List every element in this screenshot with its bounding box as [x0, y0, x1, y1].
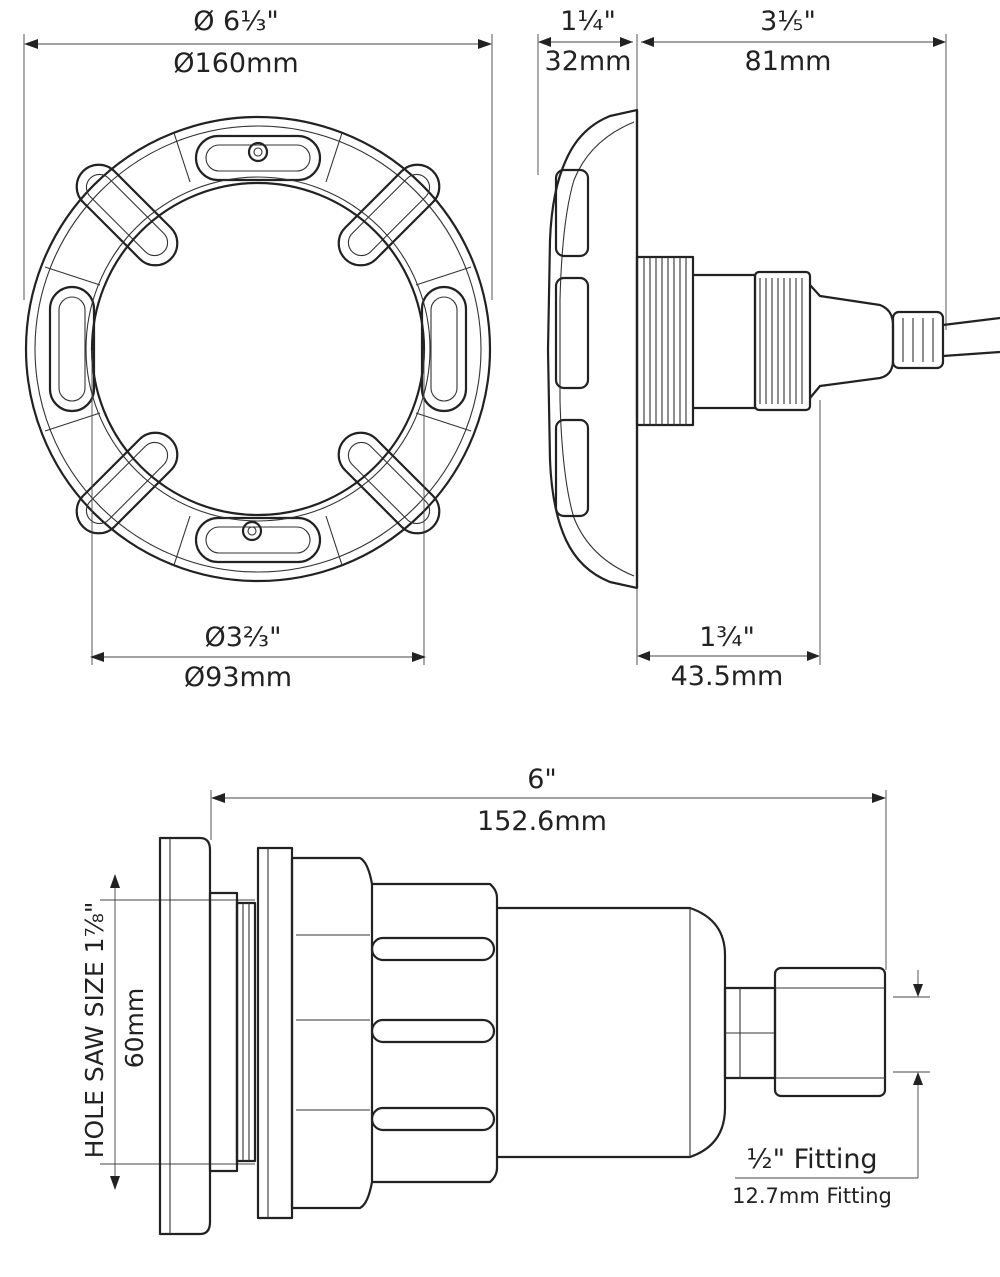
flange-profile: [546, 108, 639, 590]
light-housing-front: [24, 115, 492, 583]
body-length-mm: 43.5mm: [671, 661, 784, 692]
overall-length-in: 6": [527, 764, 557, 795]
body-length-in: 1¾": [699, 622, 755, 653]
overall-length-dimension-line: [210, 790, 887, 970]
lens-diameter-mm: Ø93mm: [184, 662, 292, 693]
overall-length-mm: 152.6mm: [477, 806, 607, 837]
lens-diameter-in: Ø3⅔": [204, 622, 281, 653]
screw-bottom: [241, 520, 263, 542]
mounting-flange-profile: [158, 836, 257, 1236]
hole-saw-label: HOLE SAW SIZE 1⅞": [80, 902, 109, 1159]
screw-top: [247, 141, 269, 163]
fitting-dimension-line: [735, 970, 930, 1179]
cylinder-body: [497, 906, 727, 1159]
rear-length-in: 3⅕": [760, 6, 816, 37]
front-view: Ø 6⅓" Ø160mm: [23, 6, 493, 693]
side-top-dimension-lines: [537, 34, 947, 330]
threaded-body: [635, 255, 1000, 427]
outer-diameter-dimension-line: [23, 34, 493, 300]
lens-diameter-dimension-line: [90, 350, 426, 665]
hole-saw-dimension-line: [100, 874, 255, 1190]
locking-nut-profile: [256, 846, 499, 1220]
flange-depth-in: 1¼": [560, 6, 616, 37]
side-view: 1¼" 32mm 3⅕" 81mm: [537, 6, 1000, 692]
hole-saw-mm: 60mm: [120, 988, 149, 1069]
fitting-mm: 12.7mm Fitting: [732, 1184, 892, 1208]
half-inch-fitting: [723, 966, 887, 1098]
lens: [90, 181, 426, 517]
flange-depth-mm: 32mm: [545, 46, 632, 77]
body-length-dimension-line: [636, 400, 821, 665]
bottom-view: 6" 152.6mm HOLE SAW SIZE 1⅞" 60mm: [80, 764, 930, 1236]
outer-diameter-in: Ø 6⅓": [193, 6, 279, 37]
outer-diameter-mm: Ø160mm: [173, 48, 298, 79]
fitting-in: ½" Fitting: [746, 1144, 877, 1175]
rear-length-mm: 81mm: [745, 46, 832, 77]
